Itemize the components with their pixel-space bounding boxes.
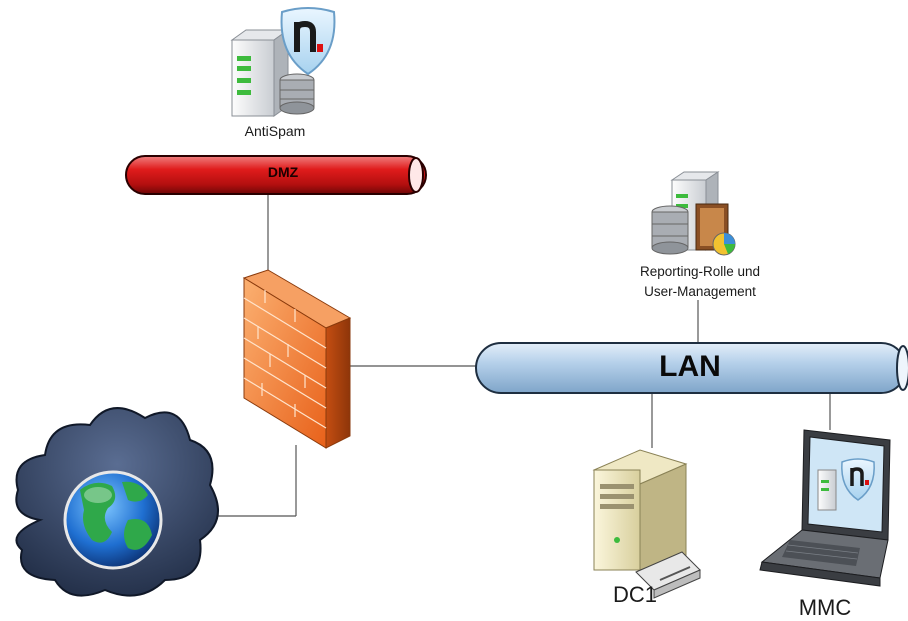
antispam-label: AntiSpam [244, 123, 306, 139]
reporting-server-icon [651, 171, 736, 256]
lan-segment [475, 342, 908, 394]
globe-icon [63, 470, 163, 570]
shield-logo-icon [280, 7, 336, 76]
antispam-server-icon [230, 29, 315, 117]
reporting-label-line1: Reporting-Rolle und [639, 264, 761, 279]
reporting-label: Reporting-Rolle und User-Management [600, 262, 800, 302]
lan-label: LAN [659, 350, 721, 383]
dc1-server-icon [592, 449, 701, 599]
dmz-segment [125, 155, 427, 195]
reporting-label-line2: User-Management [644, 284, 756, 299]
dc1-label: DC1 [612, 582, 657, 607]
connector-lines [205, 195, 831, 517]
dmz-label: DMZ [267, 164, 299, 180]
laptop-icon [759, 429, 891, 587]
mmc-label: MMC [798, 595, 852, 620]
firewall-icon [242, 269, 352, 449]
